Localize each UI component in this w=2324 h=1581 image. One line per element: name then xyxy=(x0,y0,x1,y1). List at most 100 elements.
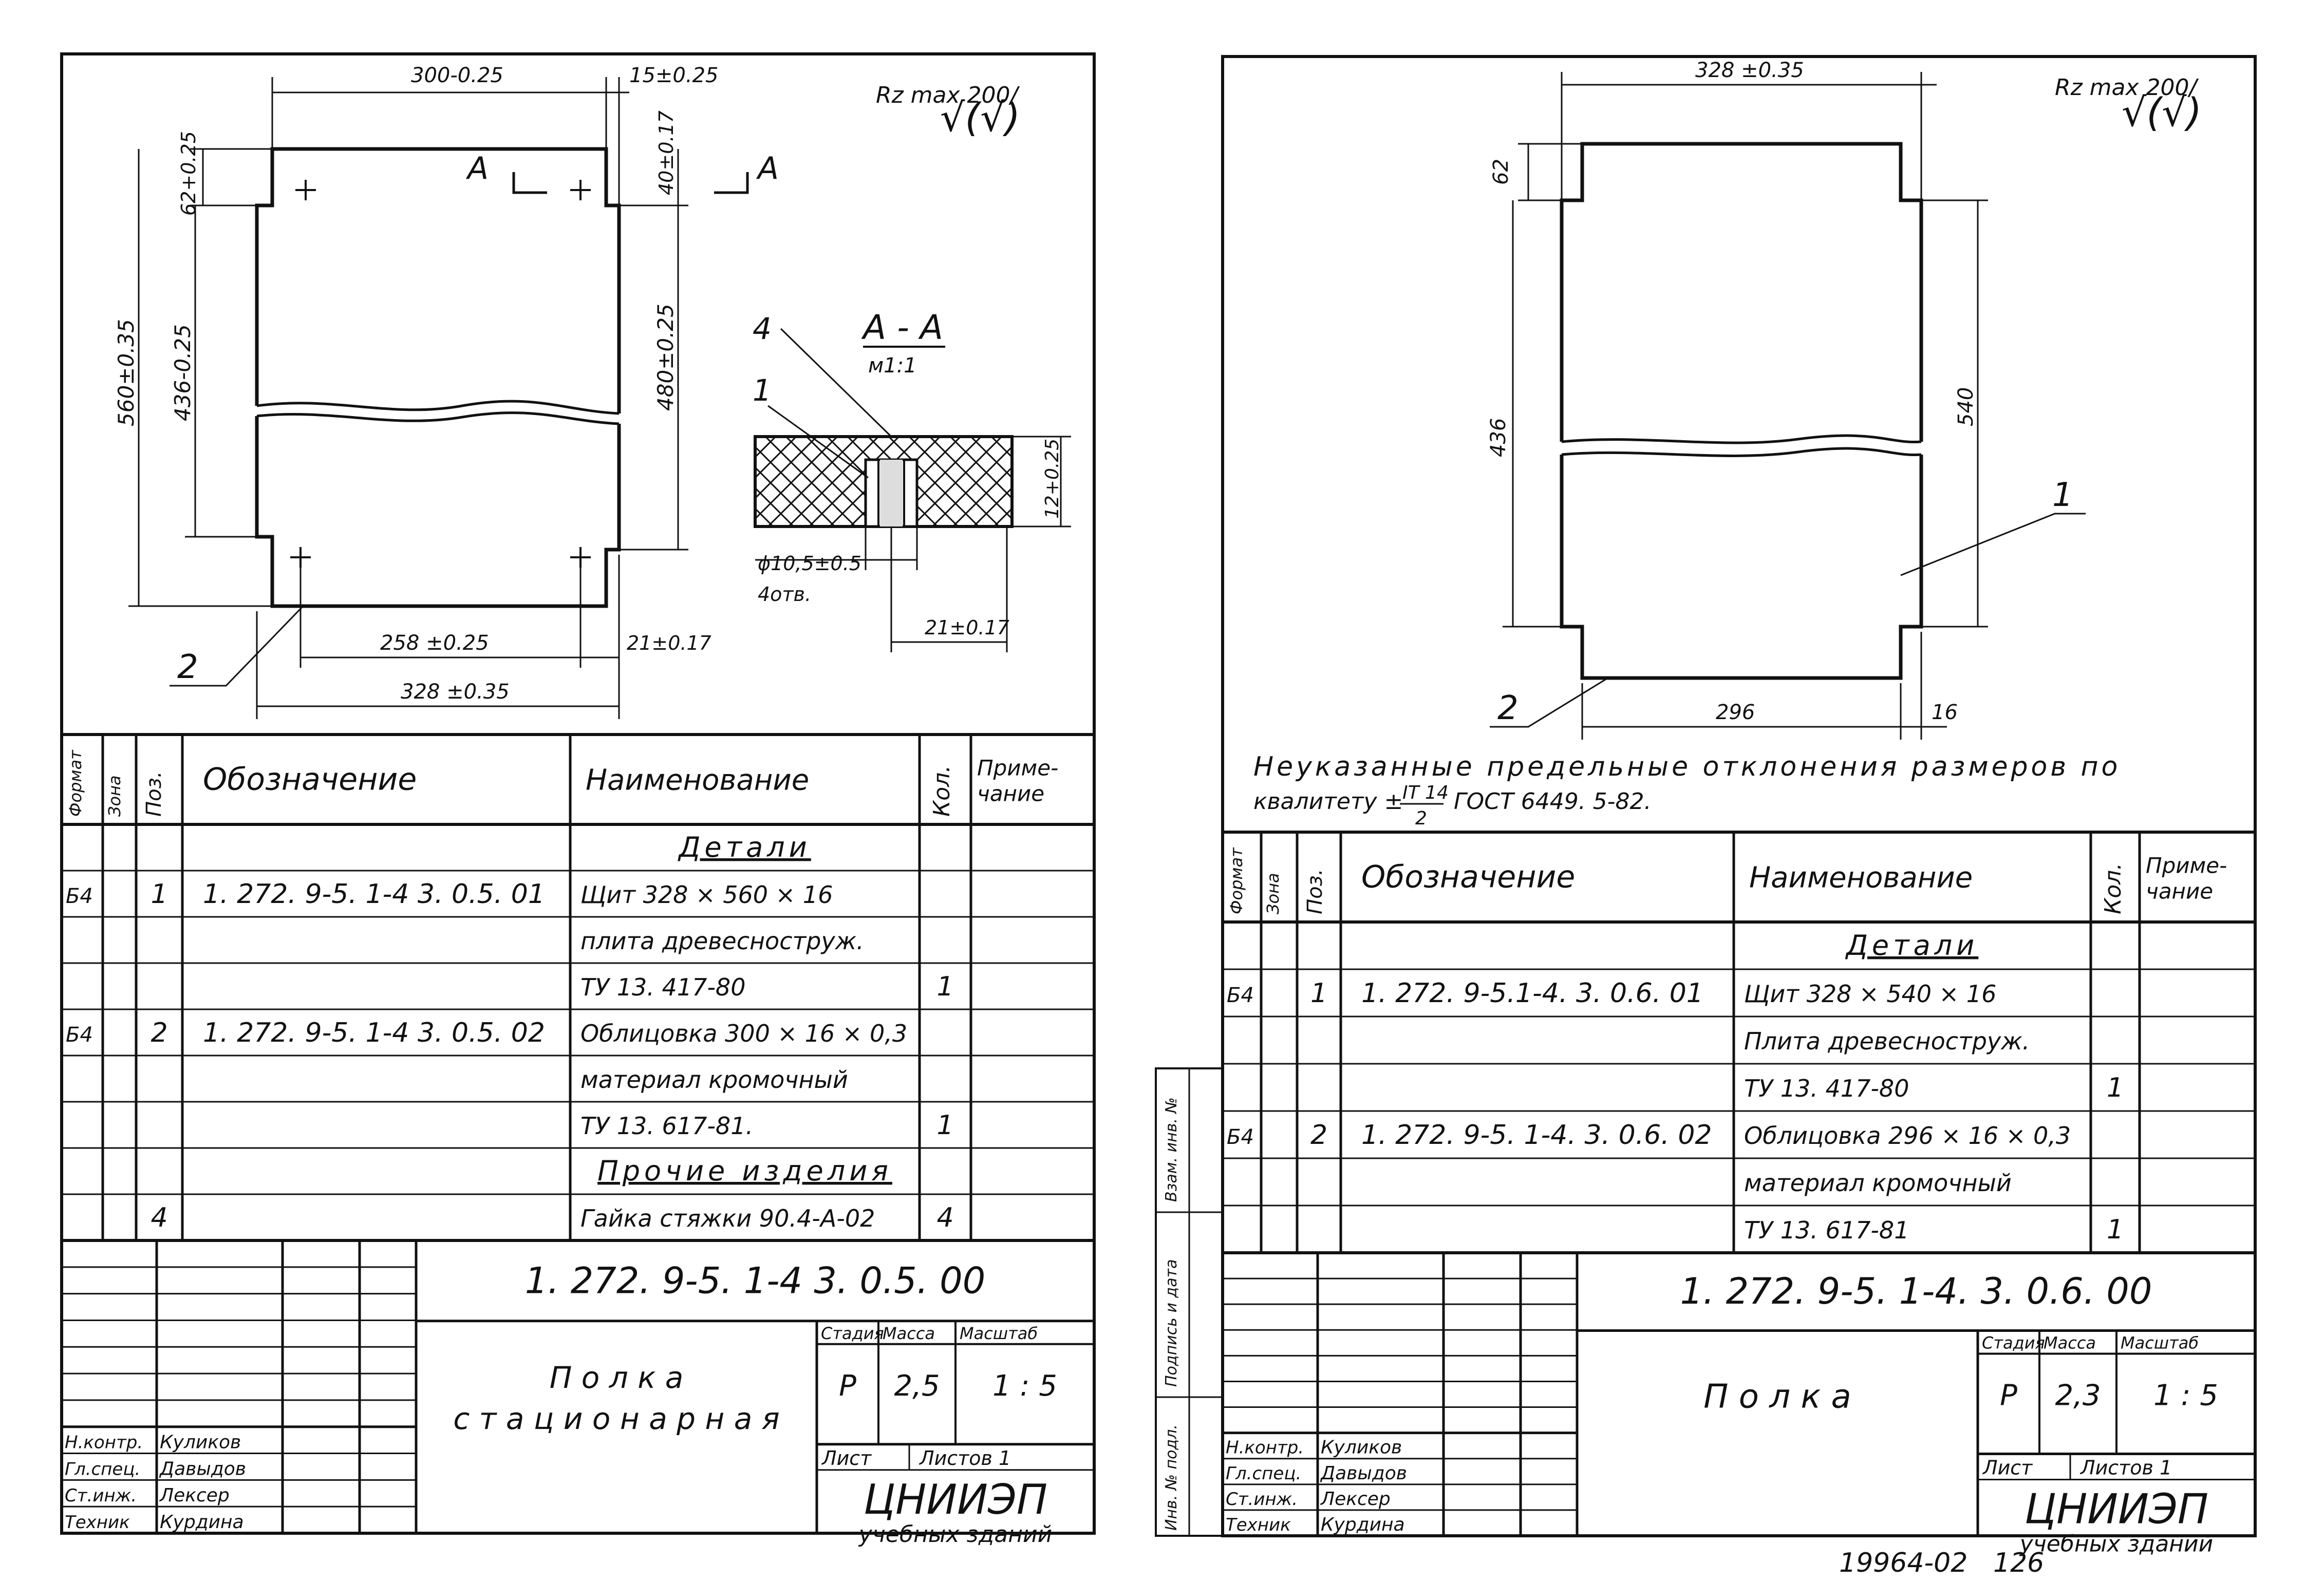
right-stamp-org-sub: учебных зданий xyxy=(2019,1531,2214,1557)
right-frame xyxy=(1221,55,2257,1537)
left-stamp-name: Давыдов xyxy=(159,1458,246,1479)
right-stamp-role: Н.контр. xyxy=(1226,1438,1304,1458)
left-dim-top-inset: 62+0.25 xyxy=(177,131,200,216)
right-stamp-scale-label: Масштаб xyxy=(2121,1333,2199,1353)
left-row-heading: Прочие изделия xyxy=(597,1155,892,1187)
right-sheet: Инв. № подл. Подпись и дата Взам. инв. №… xyxy=(1155,55,2257,1557)
right-dim-inner-height: 436 xyxy=(1487,418,1510,457)
left-row-name: ТУ 13. 617-81. xyxy=(580,1112,753,1140)
right-stamp-org: ЦНИИЭП xyxy=(2025,1485,2208,1533)
left-part-bottom-outline xyxy=(255,416,621,608)
left-dim-right-inset: 40±0.17 xyxy=(655,110,678,195)
left-head-designation: Обозначение xyxy=(203,762,417,798)
right-side-label-sign: Подпись и дата xyxy=(1163,1259,1180,1387)
right-row-name: Щит 328 × 540 × 16 xyxy=(1744,980,1996,1008)
right-dim-bottom-right: 16 xyxy=(1932,701,1958,724)
footer-page: 126 xyxy=(1993,1548,2044,1578)
left-section-view xyxy=(754,435,1014,528)
right-part-top-outline xyxy=(1560,142,1923,442)
left-stamp-scale-label: Масштаб xyxy=(960,1324,1038,1343)
left-row-name: ТУ 13. 417-80 xyxy=(580,973,745,1001)
left-stamp-name: Курдина xyxy=(160,1512,244,1533)
left-stamp-name: Куликов xyxy=(160,1432,241,1453)
right-callout-1-leader xyxy=(1900,513,2086,576)
right-side-strip-lines xyxy=(1156,1068,1223,1536)
left-dimension-lines xyxy=(128,77,688,719)
right-stamp-stage: Р xyxy=(2000,1379,2017,1413)
left-section-arrow-2 xyxy=(714,172,749,194)
right-row-qty: 1 xyxy=(2107,1072,2124,1103)
left-row-name: Гайка стяжки 90.4-А-02 xyxy=(580,1204,875,1232)
right-note-tail: ГОСТ 6449. 5-82. xyxy=(1454,788,1652,815)
left-row-format: Б4 xyxy=(66,1023,93,1047)
right-row-pos: 2 xyxy=(1310,1120,1327,1151)
left-head-pos: Поз. xyxy=(142,771,166,817)
left-callout-4: 4 xyxy=(753,311,772,346)
left-section-title: А - А xyxy=(861,308,943,347)
left-break-line-1 xyxy=(256,400,620,415)
right-stamp-name: Лексер xyxy=(1320,1489,1391,1510)
right-stamp-mass-label: Масса xyxy=(2044,1333,2096,1353)
left-dim-section-thickness: 12+0.25 xyxy=(1042,439,1063,519)
right-side-label-replace: Взам. инв. № xyxy=(1163,1097,1180,1202)
right-stamp-name: Курдина xyxy=(1321,1514,1405,1535)
left-dim-top-width: 300-0.25 xyxy=(411,64,503,87)
right-dim-top-width: 328 ±0.35 xyxy=(1695,59,1804,82)
right-stamp-sheets-label: Листов 1 xyxy=(2079,1457,2172,1479)
right-row-designation: 1. 272. 9-5.1-4. 3. 0.6. 01 xyxy=(1361,978,1703,1009)
left-dim-right-height: 480±0.25 xyxy=(653,304,678,411)
right-break-line-2 xyxy=(1561,447,1922,457)
left-row-pos: 2 xyxy=(151,1018,167,1048)
right-dim-top-inset: 62 xyxy=(1489,159,1513,185)
right-stamp-mass: 2,3 xyxy=(2055,1379,2101,1413)
left-dim-hole-offset: 21±0.17 xyxy=(627,632,711,654)
left-dim-hole-spacing: 258 ±0.25 xyxy=(380,631,489,655)
left-dim-hole-dia: ϕ10,5±0.5 xyxy=(758,552,861,575)
right-row-qty: 1 xyxy=(2107,1214,2124,1245)
right-row-name: ТУ 13. 417-80 xyxy=(1744,1075,1909,1102)
left-stamp-title-2: с т а ц и о н а р н а я xyxy=(453,1401,779,1436)
left-head-note-2: чание xyxy=(977,781,1044,806)
right-row-designation: 1. 272. 9-5. 1-4. 3. 0.6. 02 xyxy=(1361,1120,1712,1151)
right-part-bottom-outline xyxy=(1560,455,1923,680)
left-section-mark-1: А xyxy=(465,150,489,186)
right-row-heading: Детали xyxy=(1845,929,1979,962)
right-head-designation: Обозначение xyxy=(1361,859,1575,895)
right-note-frac-top: IT 14 xyxy=(1402,782,1449,803)
left-head-zone: Зона xyxy=(105,775,124,817)
left-dim-bottom-width: 328 ±0.35 xyxy=(401,680,510,704)
left-stamp-role: Техник xyxy=(65,1512,130,1533)
left-row-name: материал кромочный xyxy=(580,1066,848,1094)
right-title-block: Н.контр.КуликовГл.спец.ДавыдовСт.инж.Лек… xyxy=(1223,1251,2255,1557)
left-stamp-role: Ст.инж. xyxy=(65,1485,137,1506)
left-row-heading: Детали xyxy=(678,831,811,863)
right-stamp-code: 1. 272. 9-5. 1-4. 3. 0.6. 00 xyxy=(1680,1270,2152,1312)
right-head-qty: Кол. xyxy=(2100,863,2126,914)
right-head-pos: Поз. xyxy=(1303,869,1327,914)
left-stamp-role: Н.контр. xyxy=(65,1433,143,1453)
right-callout-2: 2 xyxy=(1497,689,1519,727)
right-stamp-role: Ст.инж. xyxy=(1226,1489,1298,1510)
right-stamp-stage-label: Стадия xyxy=(1982,1333,2045,1353)
left-stamp-org-sub: учебных зданий xyxy=(858,1521,1053,1548)
left-dim-inner-height: 436-0.25 xyxy=(170,324,195,421)
left-head-format: Формат xyxy=(66,749,85,817)
left-stamp-stage: Р xyxy=(839,1369,856,1403)
left-stamp-name: Лексер xyxy=(159,1485,230,1506)
left-stamp-stage-label: Стадия xyxy=(821,1324,884,1343)
left-head-qty: Кол. xyxy=(929,765,955,817)
left-row-name: Щит 328 × 560 × 16 xyxy=(580,881,833,909)
left-head-note-1: Приме- xyxy=(977,756,1058,781)
right-side-label-inv: Инв. № подл. xyxy=(1163,1424,1180,1531)
right-dim-right-height: 540 xyxy=(1954,387,1978,426)
right-stamp-sheet-label: Лист xyxy=(1982,1457,2033,1479)
left-stamp-role: Гл.спец. xyxy=(65,1459,140,1479)
right-row-name: материал кромочный xyxy=(1744,1169,2012,1197)
left-stamp-sheet-label: Лист xyxy=(821,1447,872,1470)
right-stamp-name: Давыдов xyxy=(1320,1463,1407,1484)
left-stamp-sheets-label: Листов 1 xyxy=(919,1447,1011,1470)
right-callout-1: 1 xyxy=(2052,476,2073,514)
